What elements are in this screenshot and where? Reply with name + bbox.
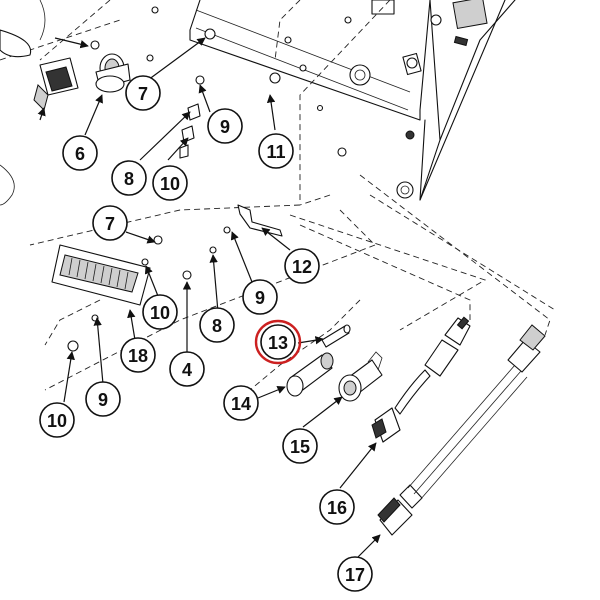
callout-label: 15 <box>290 437 310 457</box>
callout-label: 12 <box>292 257 312 277</box>
receptacle-part <box>338 351 383 402</box>
callout-11: 11 <box>258 133 294 169</box>
callout-label: 6 <box>75 144 85 164</box>
callout-10c: 10 <box>39 402 75 438</box>
callout-label: 8 <box>124 169 134 189</box>
assembly-guide-lines <box>0 0 556 391</box>
bracket-part <box>237 204 283 237</box>
callout-label: 17 <box>345 565 365 585</box>
callout-9a: 9 <box>207 108 243 144</box>
callout-label: 4 <box>182 360 192 380</box>
cable-gland-part <box>95 53 131 93</box>
callout-9c: 9 <box>85 381 121 417</box>
callout-17: 17 <box>337 556 373 592</box>
usb-cable-part <box>371 316 471 443</box>
callout-9b: 9 <box>242 279 278 315</box>
callout-10a: 10 <box>152 165 188 201</box>
callout-label: 8 <box>212 316 222 336</box>
callout-13: 13 <box>260 324 296 360</box>
callout-label: 10 <box>150 303 170 323</box>
left-edge-arc <box>0 164 15 206</box>
ribbon-cable-part <box>377 324 546 536</box>
callout-label: 9 <box>220 117 230 137</box>
sleeve-part <box>286 352 334 397</box>
callout-label: 10 <box>47 411 67 431</box>
callout-14: 14 <box>223 385 259 421</box>
callout-15: 15 <box>282 428 318 464</box>
callout-label: 18 <box>128 346 148 366</box>
leader-lines <box>37 37 381 558</box>
top-left-arc <box>39 0 46 41</box>
pin-part <box>321 324 351 348</box>
callout-label: 9 <box>98 390 108 410</box>
callout-18: 18 <box>120 337 156 373</box>
callout-7a: 7 <box>125 75 161 111</box>
callout-label: 9 <box>255 288 265 308</box>
callout-label: 7 <box>105 214 115 234</box>
relay-switch-part <box>0 29 79 111</box>
main-housing <box>151 0 516 201</box>
callout-label: 7 <box>138 84 148 104</box>
callout-label: 14 <box>231 394 251 414</box>
callout-label: 16 <box>327 498 347 518</box>
callout-6: 6 <box>62 135 98 171</box>
callout-16: 16 <box>319 489 355 525</box>
highlight-ring-13 <box>254 319 302 365</box>
callout-label: 13 <box>268 333 288 353</box>
callout-4: 4 <box>169 351 205 387</box>
callout-label: 11 <box>266 142 285 162</box>
terminal-block-part <box>51 244 151 306</box>
callout-label: 10 <box>160 174 180 194</box>
callout-8a: 8 <box>111 160 147 196</box>
callout-8b: 8 <box>199 307 235 343</box>
callout-10b: 10 <box>142 294 178 330</box>
callout-7b: 7 <box>92 205 128 241</box>
callout-12: 12 <box>284 248 320 284</box>
